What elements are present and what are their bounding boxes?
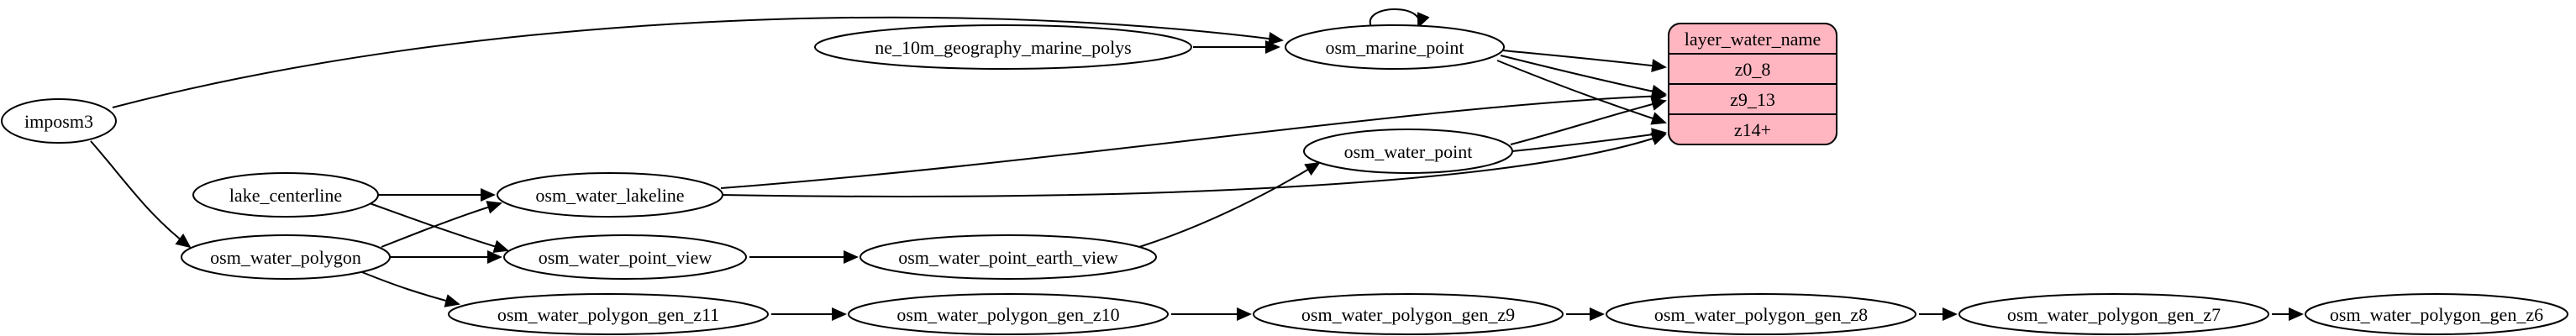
node-lake_centerline-label: lake_centerline: [229, 185, 342, 206]
edge-osm_water_point_earth_view-to-osm_water_point: [1138, 161, 1321, 248]
node-imposm3: imposm3: [1, 98, 117, 144]
node-osm_water_point_earth_view: osm_water_point_earth_view: [860, 234, 1157, 280]
node-gen_z8-shape: [1606, 293, 1916, 335]
node-gen_z6-shape: [2305, 293, 2568, 335]
node-ne_10m_geography_marine_polys: ne_10m_geography_marine_polys: [814, 24, 1192, 70]
node-imposm3-shape: [1, 98, 117, 144]
node-gen_z7-label: osm_water_polygon_gen_z7: [2007, 304, 2221, 325]
node-osm_marine_point: osm_marine_point: [1285, 24, 1505, 70]
node-gen_z7-shape: [1958, 293, 2269, 335]
node-osm_water_point_view: osm_water_point_view: [503, 234, 747, 280]
node-gen_z10-shape: [848, 293, 1169, 335]
edge-imposm3-to-osm_water_polygon: [90, 140, 192, 249]
edge-osm_water_polygon-to-osm_water_polygon_gen_z11: [357, 270, 460, 307]
node-gen_z9-shape: [1253, 293, 1564, 335]
node-osm_water_polygon_gen_z10: osm_water_polygon_gen_z10: [848, 293, 1169, 335]
node-osm_water_point_view-label: osm_water_point_view: [539, 247, 712, 268]
node-gen_z8-label: osm_water_polygon_gen_z8: [1654, 304, 1868, 325]
node-osm_water_polygon_gen_z7: osm_water_polygon_gen_z7: [1958, 293, 2269, 335]
node-imposm3-label: imposm3: [24, 111, 93, 132]
node-lake_centerline-shape: [192, 172, 379, 218]
layer-row-z9_13: z9_13: [1730, 89, 1775, 110]
edge-osm_water_point-to-layer-z14plus: [1511, 128, 1667, 152]
node-osm_water_lakeline: osm_water_lakeline: [497, 172, 723, 218]
edge-osm_water_lakeline-to-layer-z14plus: [720, 132, 1667, 197]
node-ne_10m-label: ne_10m_geography_marine_polys: [875, 37, 1132, 58]
node-layer_water_name: layer_water_name z0_8 z9_13 z14+: [1668, 23, 1837, 145]
node-gen_z6-label: osm_water_polygon_gen_z6: [2330, 304, 2543, 325]
edge-osm_marine_point-to-layer-z14plus: [1496, 60, 1667, 125]
node-ne_10m-shape: [814, 24, 1192, 70]
node-osm_water_polygon: osm_water_polygon: [181, 234, 391, 280]
node-osm_water_point_earth_view-shape: [860, 234, 1157, 280]
node-gen_z11-shape: [448, 293, 769, 335]
node-lake_centerline: lake_centerline: [192, 172, 379, 218]
edge-osm_water_polygon-to-osm_water_lakeline: [381, 201, 502, 248]
node-osm_water_point_earth_view-label: osm_water_point_earth_view: [898, 247, 1118, 268]
node-gen_z10-label: osm_water_polygon_gen_z10: [896, 304, 1119, 325]
edge-osm_marine_point-to-layer-z0_8: [1501, 50, 1667, 73]
edge-osm_water_lakeline-to-layer-z9_13: [720, 89, 1667, 189]
layer_water_name-title: layer_water_name: [1685, 29, 1821, 50]
edges: [90, 8, 2304, 321]
edge-imposm3-to-osm_marine_point: [112, 16, 1284, 108]
node-osm_water_polygon_gen_z11: osm_water_polygon_gen_z11: [448, 293, 769, 335]
node-osm_water_lakeline-label: osm_water_lakeline: [535, 185, 684, 206]
node-osm_marine_point-label: osm_marine_point: [1326, 37, 1464, 58]
node-osm_marine_point-shape: [1285, 24, 1505, 70]
node-osm_water_polygon_gen_z8: osm_water_polygon_gen_z8: [1606, 293, 1916, 335]
edge-osm_marine_point-to-layer-z9_13: [1500, 55, 1667, 98]
edge-osm_marine_point-self-loop: [1369, 8, 1430, 29]
node-osm_water_point-label: osm_water_point: [1344, 141, 1473, 162]
node-osm_water_lakeline-shape: [497, 172, 723, 218]
layer-row-z14plus: z14+: [1734, 119, 1771, 140]
node-osm_water_point_view-shape: [503, 234, 747, 280]
edge-osm_water_point-to-layer-z9_13: [1510, 97, 1667, 145]
node-osm_water_point-shape: [1303, 129, 1513, 174]
node-osm_water_polygon_gen_z9: osm_water_polygon_gen_z9: [1253, 293, 1564, 335]
layer-row-z0_8: z0_8: [1735, 59, 1771, 80]
node-gen_z9-label: osm_water_polygon_gen_z9: [1301, 304, 1515, 325]
node-osm_water_polygon-label: osm_water_polygon: [210, 247, 361, 268]
node-osm_water_polygon_gen_z6: osm_water_polygon_gen_z6: [2305, 293, 2568, 335]
node-gen_z11-label: osm_water_polygon_gen_z11: [497, 304, 719, 325]
node-osm_water_polygon-shape: [181, 234, 391, 280]
node-osm_water_point: osm_water_point: [1303, 129, 1513, 174]
